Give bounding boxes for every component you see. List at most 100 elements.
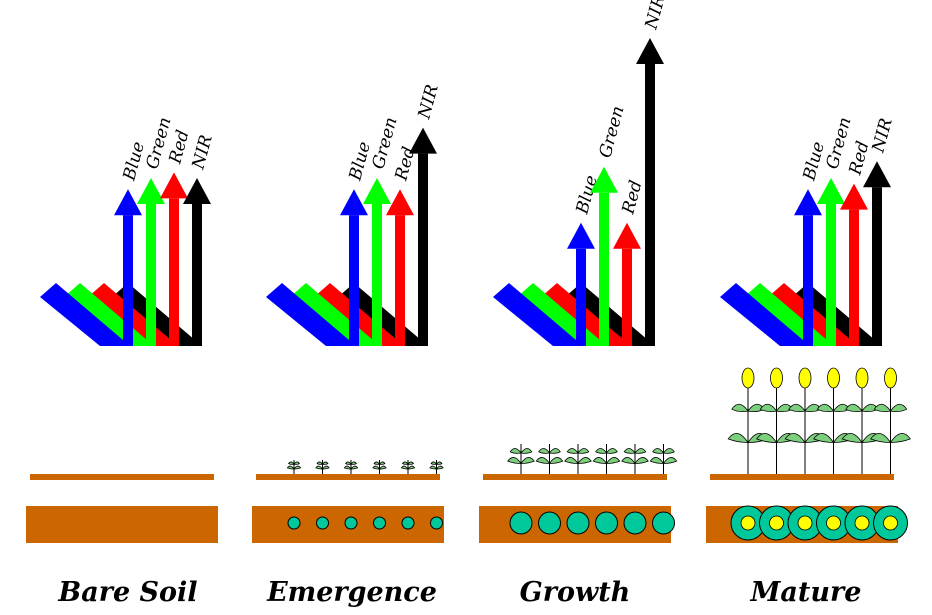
- reflected-blue-arrowhead: [794, 189, 822, 216]
- plant-fruit: [827, 367, 840, 389]
- plant-leaf: [577, 448, 590, 454]
- band-label-green: Green: [596, 104, 629, 160]
- incident-nir-band: [565, 283, 655, 346]
- plant-above-ground: [841, 367, 883, 474]
- plant-above-ground: [592, 444, 621, 474]
- plant-cross-section: [623, 511, 647, 535]
- plant-leaf: [816, 403, 835, 412]
- band-label-red: Red: [618, 178, 646, 217]
- plant-leaf: [293, 461, 300, 465]
- plant-leaf: [621, 457, 636, 464]
- plant-above-ground: [870, 367, 911, 474]
- plant-leaf: [845, 403, 863, 412]
- plant-above-ground: [564, 444, 592, 474]
- plant-leaf: [649, 457, 665, 464]
- plant-above-ground: [400, 460, 416, 474]
- reflected-nir-shaft: [192, 204, 202, 346]
- soil-surface: [483, 474, 667, 480]
- soil-surface: [30, 474, 214, 480]
- fruit-cross-section: [740, 515, 756, 531]
- fruit-cross-section: [826, 515, 841, 531]
- reflected-blue-arrowhead: [567, 222, 595, 249]
- plant-above-ground: [286, 460, 302, 474]
- stage-label-bare-soil: Bare Soil: [57, 577, 197, 608]
- plant-cross-section: [652, 511, 675, 535]
- plant-fruit: [855, 367, 869, 389]
- plant-leaf: [605, 448, 618, 454]
- fruit-cross-section: [797, 515, 813, 531]
- plant-cross-section: [566, 511, 590, 535]
- fruit-cross-section: [883, 515, 898, 531]
- plant-fruit: [741, 367, 755, 389]
- plant-leaf: [605, 457, 621, 464]
- plant-leaf: [402, 461, 409, 465]
- reflected-red-shaft: [849, 209, 859, 346]
- plant-cross-section: [595, 511, 618, 535]
- plant-leaf: [756, 433, 778, 443]
- plant-above-ground: [429, 460, 444, 474]
- plant-leaf: [507, 457, 522, 464]
- plant-leaf: [538, 448, 551, 454]
- reflected-blue-arrowhead: [114, 189, 142, 216]
- plant-leaf: [407, 461, 414, 465]
- plant-leaf: [662, 448, 675, 454]
- reflected-green-arrowhead: [590, 166, 618, 193]
- plant-leaf: [634, 448, 647, 454]
- reflected-red-shaft: [395, 215, 405, 346]
- plant-leaf: [435, 461, 443, 465]
- plant-leaf: [889, 403, 908, 412]
- plant-cross-section: [316, 516, 329, 530]
- reflected-nir-arrowhead: [863, 161, 891, 188]
- stage-label-emergence: Emergence: [266, 577, 437, 608]
- plant-above-ground: [784, 367, 826, 474]
- plant-leaf: [372, 465, 381, 470]
- reflected-nir-shaft: [872, 187, 882, 346]
- plant-above-ground: [315, 460, 330, 474]
- plant-leaf: [548, 448, 561, 454]
- reflected-green-shaft: [146, 204, 156, 346]
- incident-blue-band: [493, 283, 583, 346]
- stage-label-mature: Mature: [750, 577, 862, 608]
- plant-leaf: [595, 448, 608, 454]
- plant-leaf: [520, 448, 533, 454]
- plant-fruit: [798, 367, 812, 389]
- plant-leaf: [435, 465, 444, 470]
- plant-above-ground: [621, 444, 649, 474]
- plant-cross-section: [344, 516, 358, 530]
- reflected-nir-arrowhead: [636, 38, 664, 64]
- plant-leaf: [731, 403, 749, 412]
- plant-leaf: [623, 448, 636, 454]
- plant-leaf: [788, 403, 806, 412]
- plant-leaf: [288, 461, 295, 465]
- plant-leaf: [345, 461, 352, 465]
- plant-above-ground: [649, 444, 678, 474]
- fruit-cross-section: [769, 515, 784, 531]
- plant-fruit: [770, 367, 783, 389]
- plant-above-ground: [343, 460, 359, 474]
- soil-cross-section: [26, 506, 218, 543]
- plant-leaf: [759, 403, 778, 412]
- plant-cross-section: [430, 516, 443, 530]
- band-label-nir: NIR: [188, 133, 217, 173]
- plant-cross-section: [287, 516, 301, 530]
- reflected-red-shaft: [169, 198, 179, 346]
- plant-leaf: [566, 448, 579, 454]
- plant-above-ground: [727, 367, 769, 474]
- incident-nir-band: [792, 283, 882, 346]
- plant-leaf: [662, 457, 678, 464]
- plant-above-ground: [372, 460, 387, 474]
- plant-leaf: [321, 465, 330, 470]
- plant-leaf: [548, 457, 564, 464]
- incident-blue-band: [40, 283, 130, 346]
- plant-cross-section: [538, 511, 561, 535]
- reflected-blue-arrowhead: [340, 189, 368, 216]
- reflected-blue-shaft: [123, 215, 133, 346]
- reflected-nir-arrowhead: [409, 127, 437, 154]
- plant-leaf: [564, 457, 579, 464]
- soil-surface: [256, 474, 440, 480]
- plant-leaf: [813, 433, 835, 443]
- plant-above-ground: [535, 444, 564, 474]
